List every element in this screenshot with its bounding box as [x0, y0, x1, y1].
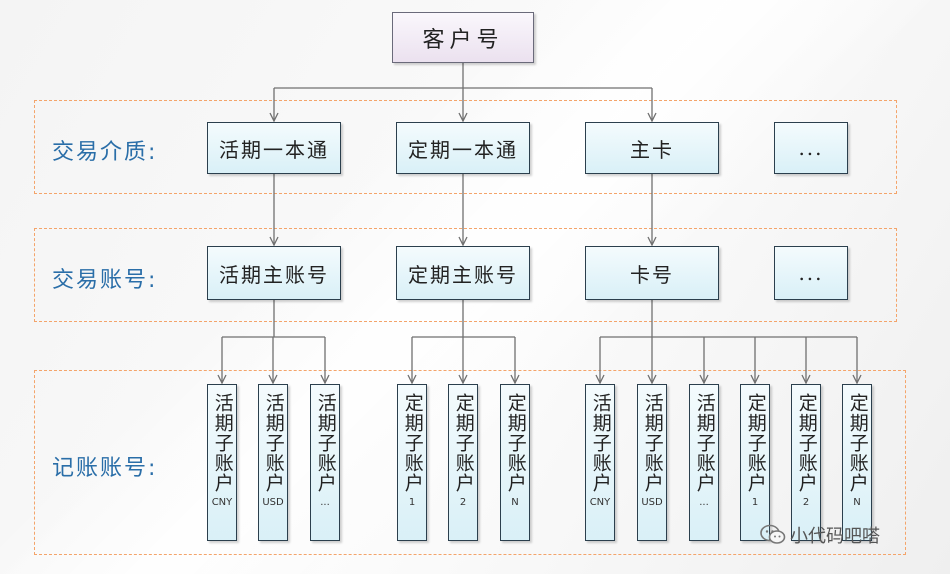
- sub-account-label: 活期子账户: [262, 393, 285, 493]
- connector-arrowhead: [595, 374, 605, 385]
- account-node-current-main: 活期主账号: [207, 246, 341, 300]
- connector-arrowhead: [510, 374, 520, 385]
- sub-account-suffix: USD: [262, 497, 284, 508]
- sub-account-node: 活期子账户 USD: [637, 384, 667, 541]
- connector-arrowhead: [458, 112, 468, 123]
- media-node-main-card: 主卡: [585, 122, 719, 174]
- group-transaction-accounts: [34, 228, 897, 322]
- connector-arrowhead: [699, 374, 709, 385]
- sub-account-suffix: CNY: [589, 497, 611, 508]
- sub-account-node: 定期子账户 1: [397, 384, 427, 541]
- sub-account-node: 定期子账户 1: [740, 384, 770, 541]
- sub-account-suffix: N: [853, 497, 861, 508]
- sub-account-suffix: N: [511, 497, 519, 508]
- connector-arrowhead: [320, 374, 330, 385]
- sub-account-label: 定期子账户: [846, 393, 869, 493]
- sub-account-node: 活期子账户 CNY: [585, 384, 615, 541]
- sub-account-suffix: CNY: [211, 497, 233, 508]
- sub-account-suffix: USD: [641, 497, 663, 508]
- connector-arrowhead: [750, 374, 760, 385]
- sub-account-node: 活期子账户 USD: [258, 384, 288, 541]
- sub-account-label: 活期子账户: [693, 393, 716, 493]
- sub-account-node: 定期子账户 2: [791, 384, 821, 541]
- connector-arrowhead: [269, 236, 279, 247]
- sub-account-node: 定期子账户 N: [842, 384, 872, 541]
- sub-account-label: 定期子账户: [504, 393, 527, 493]
- group-ledger-accounts: [34, 370, 906, 555]
- sub-account-suffix: 2: [802, 497, 810, 508]
- connector-arrowhead: [801, 374, 811, 385]
- connector-arrowhead: [458, 236, 468, 247]
- media-node-more: ...: [774, 122, 848, 174]
- sub-account-label: 活期子账户: [314, 393, 337, 493]
- sub-account-suffix: ...: [320, 497, 330, 508]
- connector-arrowhead: [852, 374, 862, 385]
- sub-account-label: 活期子账户: [211, 393, 234, 493]
- connector-arrowhead: [407, 374, 417, 385]
- sub-account-label: 定期子账户: [795, 393, 818, 493]
- connector-arrowhead: [647, 236, 657, 247]
- sub-account-suffix: 1: [408, 497, 416, 508]
- connector-arrowhead: [647, 374, 657, 385]
- sub-account-label: 定期子账户: [401, 393, 424, 493]
- media-node-fixed-passbook: 定期一本通: [396, 122, 530, 174]
- sub-account-node: 定期子账户 N: [500, 384, 530, 541]
- sub-account-node: 活期子账户...: [689, 384, 719, 541]
- connector-arrowhead: [647, 112, 657, 123]
- sub-account-suffix: 1: [751, 497, 759, 508]
- sub-account-node: 活期子账户 CNY: [207, 384, 237, 541]
- media-node-current-passbook: 活期一本通: [207, 122, 341, 174]
- connector-arrowhead: [458, 374, 468, 385]
- group-transaction-media: [34, 100, 897, 194]
- watermark: 小代码吧嗒: [760, 522, 880, 548]
- account-node-more: ...: [774, 246, 848, 300]
- watermark-text: 小代码吧嗒: [790, 526, 880, 547]
- connector-arrowhead: [268, 374, 278, 385]
- sub-account-suffix: 2: [459, 497, 467, 508]
- row-label-transaction-accounts: 交易账号:: [52, 268, 158, 293]
- sub-account-label: 活期子账户: [589, 393, 612, 493]
- wechat-icon: [760, 524, 786, 546]
- sub-account-suffix: ...: [699, 497, 709, 508]
- connector-arrowhead: [269, 112, 279, 123]
- connector-arrowhead: [217, 374, 227, 385]
- sub-account-label: 活期子账户: [641, 393, 664, 493]
- account-node-fixed-main: 定期主账号: [396, 246, 530, 300]
- sub-account-label: 定期子账户: [744, 393, 767, 493]
- sub-account-node: 活期子账户...: [310, 384, 340, 541]
- row-label-ledger-accounts: 记账账号:: [52, 456, 158, 481]
- row-label-transaction-media: 交易介质:: [52, 140, 158, 165]
- sub-account-node: 定期子账户 2: [448, 384, 478, 541]
- account-node-card-number: 卡号: [585, 246, 719, 300]
- sub-account-label: 定期子账户: [452, 393, 475, 493]
- customer-number-node: 客户号: [392, 12, 534, 63]
